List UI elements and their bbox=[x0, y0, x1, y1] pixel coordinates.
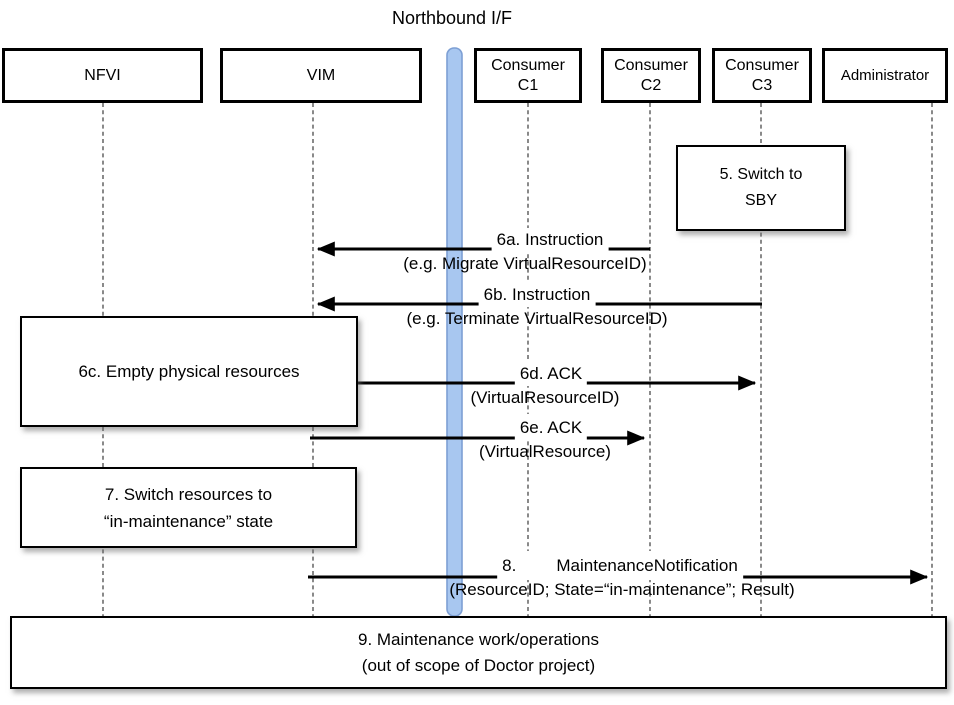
process-box-line: “in-maintenance” state bbox=[103, 511, 274, 531]
actor-consumer-c2: Consumer C2 bbox=[601, 48, 701, 103]
message-6b-detail: (e.g. Terminate VirtualResourceID) bbox=[406, 309, 668, 328]
diagram-title: Northbound I/F bbox=[391, 8, 513, 28]
process-box-9-maintenance-work: 9. Maintenance work/operations (out of s… bbox=[10, 616, 947, 689]
message-8-number: 8. bbox=[502, 555, 517, 575]
message-8-detail: (ResourceID; State=“in-maintenance”; Res… bbox=[449, 580, 795, 599]
actor-consumer-c1: Consumer C1 bbox=[474, 48, 582, 103]
actor-label: Consumer bbox=[725, 56, 799, 74]
actor-administrator: Administrator bbox=[822, 48, 948, 103]
actor-nfvi: NFVI bbox=[2, 48, 203, 103]
actor-label: NFVI bbox=[84, 66, 121, 84]
message-6e-detail: (VirtualResource) bbox=[479, 442, 611, 461]
message-6d-detail: (VirtualResourceID) bbox=[470, 388, 620, 407]
actor-label: C2 bbox=[640, 76, 662, 94]
actor-vim: VIM bbox=[220, 48, 422, 103]
message-6e-label: 6e. ACK bbox=[514, 414, 588, 441]
actor-label: Consumer bbox=[491, 56, 565, 74]
process-box-6c-empty-physical-resources: 6c. Empty physical resources bbox=[20, 316, 358, 427]
message-6a-label: 6a. Instruction bbox=[491, 228, 609, 252]
actor-label: Administrator bbox=[840, 66, 930, 84]
process-box-line: 7. Switch resources to bbox=[104, 484, 273, 504]
process-box-line: (out of scope of Doctor project) bbox=[361, 655, 596, 675]
message-6d-label: 6d. ACK bbox=[514, 361, 588, 386]
message-6a-detail: (e.g. Migrate VirtualResourceID) bbox=[403, 254, 647, 273]
process-box-line: 9. Maintenance work/operations bbox=[358, 629, 599, 649]
actor-consumer-c3: Consumer C3 bbox=[712, 48, 812, 103]
process-box-line: 5. Switch to bbox=[719, 166, 803, 183]
process-box-5-switch-to-sby: 5. Switch to SBY bbox=[676, 145, 846, 231]
message-6b-label: 6b. Instruction bbox=[478, 282, 596, 307]
process-box-7-switch-resources: 7. Switch resources to “in-maintenance” … bbox=[20, 467, 357, 548]
actor-label: VIM bbox=[306, 66, 336, 84]
message-8-label: 8. MaintenanceNotification bbox=[497, 551, 743, 580]
actor-label: C3 bbox=[751, 76, 773, 94]
actor-label: C1 bbox=[517, 76, 539, 94]
process-box-line: 6c. Empty physical resources bbox=[78, 362, 300, 381]
actor-label: Consumer bbox=[614, 56, 688, 74]
northbound-if-bar bbox=[447, 48, 462, 616]
process-box-line: SBY bbox=[744, 192, 777, 209]
message-8-name: MaintenanceNotification bbox=[556, 555, 738, 575]
